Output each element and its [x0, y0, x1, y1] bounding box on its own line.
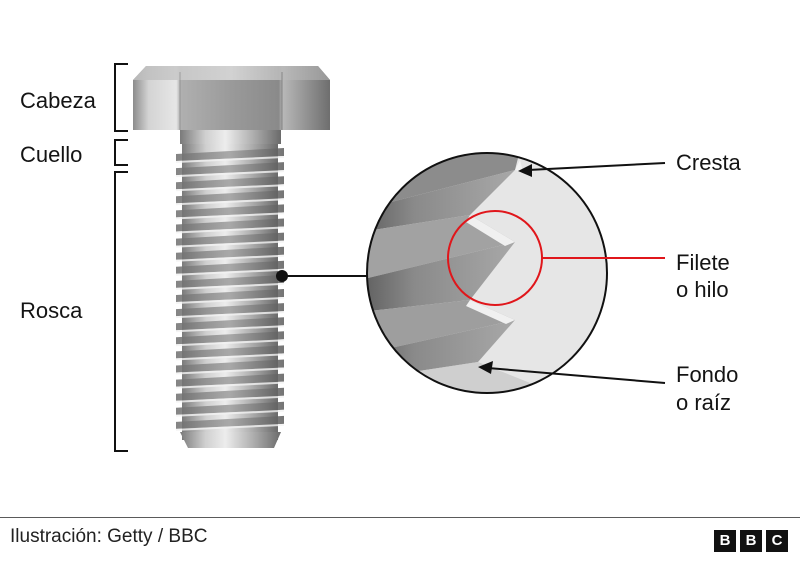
- thread-groove: [176, 387, 284, 401]
- bolt-head: [133, 66, 330, 130]
- crest-pointer-line: [527, 162, 666, 171]
- thread-groove: [176, 317, 284, 331]
- magnified-thread-view: [366, 152, 666, 394]
- thread-highlight: [176, 311, 284, 319]
- thread-highlight: [176, 395, 284, 403]
- flank-label-line1: Filete: [676, 250, 730, 275]
- thread-groove: [176, 204, 284, 218]
- credit-text: Ilustración: Getty / BBC: [10, 526, 208, 547]
- magnifier-outline: [366, 152, 608, 394]
- thread-highlight: [176, 282, 284, 290]
- bbc-logo: B B C: [714, 530, 788, 552]
- thread-highlight: [176, 423, 284, 431]
- thread-highlight: [176, 339, 284, 347]
- bbc-logo-letter: B: [714, 530, 736, 552]
- thread-bracket: [114, 171, 128, 452]
- root-arrowhead: [478, 361, 493, 374]
- bolt-tip: [180, 432, 281, 448]
- thread-highlight: [176, 170, 284, 178]
- thread-groove: [176, 218, 284, 232]
- bolt-illustration: [133, 66, 330, 448]
- neck-bracket: [114, 139, 128, 166]
- root-label-line2: o raíz: [676, 390, 731, 415]
- crest-label: Cresta: [676, 150, 742, 175]
- thread-groove: [176, 190, 284, 204]
- thread-bands: [176, 148, 284, 431]
- thread-groove: [176, 331, 284, 345]
- bracket-group: [114, 63, 128, 452]
- bbc-logo-letter: C: [766, 530, 788, 552]
- thread-highlight: [176, 367, 284, 375]
- bolt-head-chamfer: [133, 66, 330, 80]
- thread-highlight: [176, 184, 284, 192]
- thread-groove: [176, 359, 284, 373]
- thread-groove: [176, 415, 284, 429]
- thread-highlight: [176, 226, 284, 234]
- thread-highlight: [176, 268, 284, 276]
- thread-groove: [176, 401, 284, 415]
- neck-label: Cuello: [20, 142, 82, 167]
- thread-groove: [176, 345, 284, 359]
- thread-groove: [176, 246, 284, 260]
- connector-dot: [276, 270, 288, 282]
- thread-highlight: [176, 353, 284, 361]
- thread-groove: [176, 289, 284, 302]
- thread-highlight: [176, 409, 284, 417]
- thread-groove: [176, 274, 284, 288]
- thread-highlight: [176, 381, 284, 389]
- root-pointer-line: [487, 367, 666, 384]
- thread-groove: [176, 303, 284, 317]
- crest-arrowhead: [518, 164, 532, 177]
- bolt-diagram: Cabeza Cuello Rosca: [20, 63, 742, 452]
- footer: Ilustración: Getty / BBC B B C: [0, 517, 800, 565]
- bolt-neck: [180, 130, 281, 144]
- thread-groove: [176, 162, 284, 176]
- head-bracket: [114, 63, 128, 132]
- thread-groove: [176, 373, 284, 387]
- thread-groove: [176, 260, 284, 274]
- thread-highlight: [176, 156, 284, 163]
- thread-groove: [176, 176, 284, 190]
- head-label: Cabeza: [20, 88, 97, 113]
- thread-label: Rosca: [20, 298, 83, 323]
- thread-highlight: [176, 212, 284, 220]
- flank-label-line2: o hilo: [676, 277, 729, 302]
- bbc-logo-letter: B: [740, 530, 762, 552]
- root-label-line1: Fondo: [676, 362, 738, 387]
- thread-highlight: [176, 198, 284, 206]
- thread-groove: [176, 232, 284, 246]
- thread-highlight: [176, 254, 284, 262]
- thread-highlight: [176, 240, 284, 248]
- thread-groove: [176, 148, 284, 161]
- thread-highlight: [176, 297, 284, 304]
- thread-highlight: [176, 325, 284, 333]
